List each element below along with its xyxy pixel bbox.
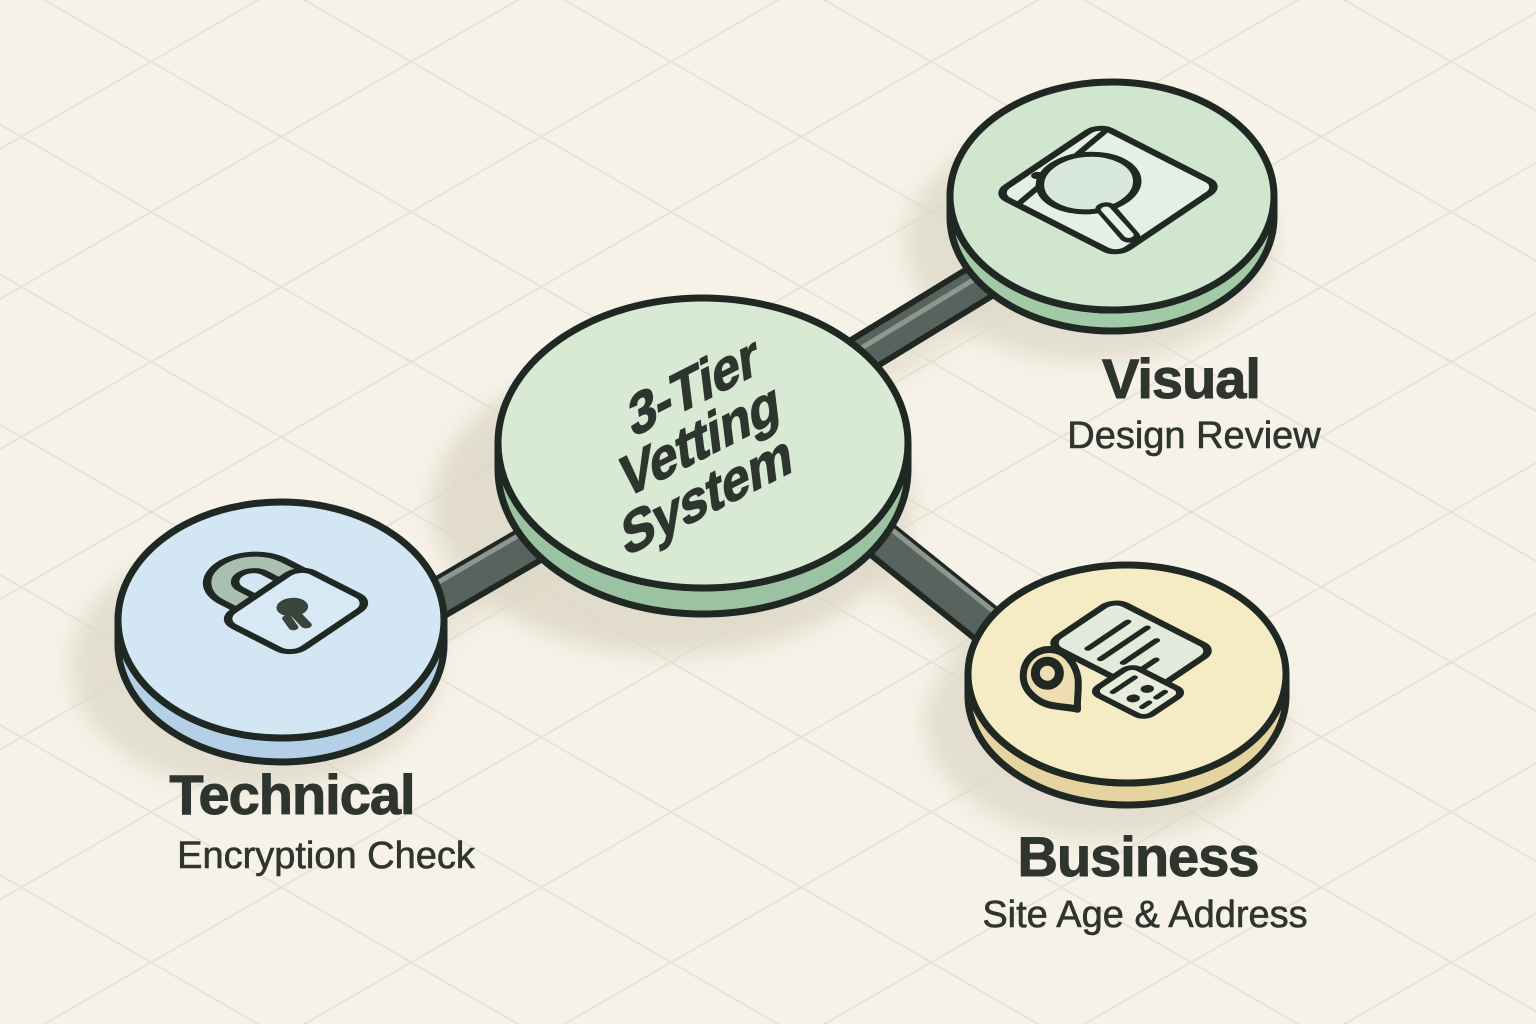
center-disc — [494, 294, 912, 618]
document-sheet — [1050, 600, 1212, 694]
magnifier-handle — [1100, 206, 1134, 238]
card-line — [1139, 700, 1153, 709]
keyhole-notch — [282, 615, 299, 631]
visual-disc — [946, 78, 1278, 335]
padlock-icon — [202, 551, 369, 655]
technical-subheading: Encryption Check — [177, 835, 475, 878]
keyhole — [276, 597, 309, 617]
shackle — [211, 556, 299, 610]
id-card-icon — [1091, 665, 1185, 719]
location-pin-icon — [1019, 646, 1082, 713]
document-line — [1084, 619, 1132, 651]
keyhole-notch — [291, 612, 312, 629]
magnifier-glass — [1035, 151, 1142, 215]
business-heading: Business — [1017, 825, 1260, 889]
id-card — [1091, 665, 1185, 719]
card-line — [1153, 689, 1169, 700]
business-disc — [964, 561, 1290, 809]
browser-magnifier-icon — [998, 125, 1218, 255]
document-line — [1097, 625, 1151, 662]
business-subheading: Site Age & Address — [982, 894, 1308, 937]
technical-disc — [114, 498, 448, 766]
visual-heading: Visual — [1102, 347, 1262, 411]
document-line — [1119, 638, 1161, 665]
center-disc-top — [494, 294, 912, 592]
card-dot — [1140, 684, 1154, 693]
card-dot — [1126, 694, 1140, 703]
card-line — [1109, 675, 1138, 694]
location-document-icon — [1019, 600, 1212, 719]
visual-subheading: Design Review — [1067, 415, 1321, 458]
document-icon — [1050, 600, 1212, 694]
technical-heading: Technical — [169, 763, 416, 827]
pin-ring — [1030, 656, 1064, 690]
